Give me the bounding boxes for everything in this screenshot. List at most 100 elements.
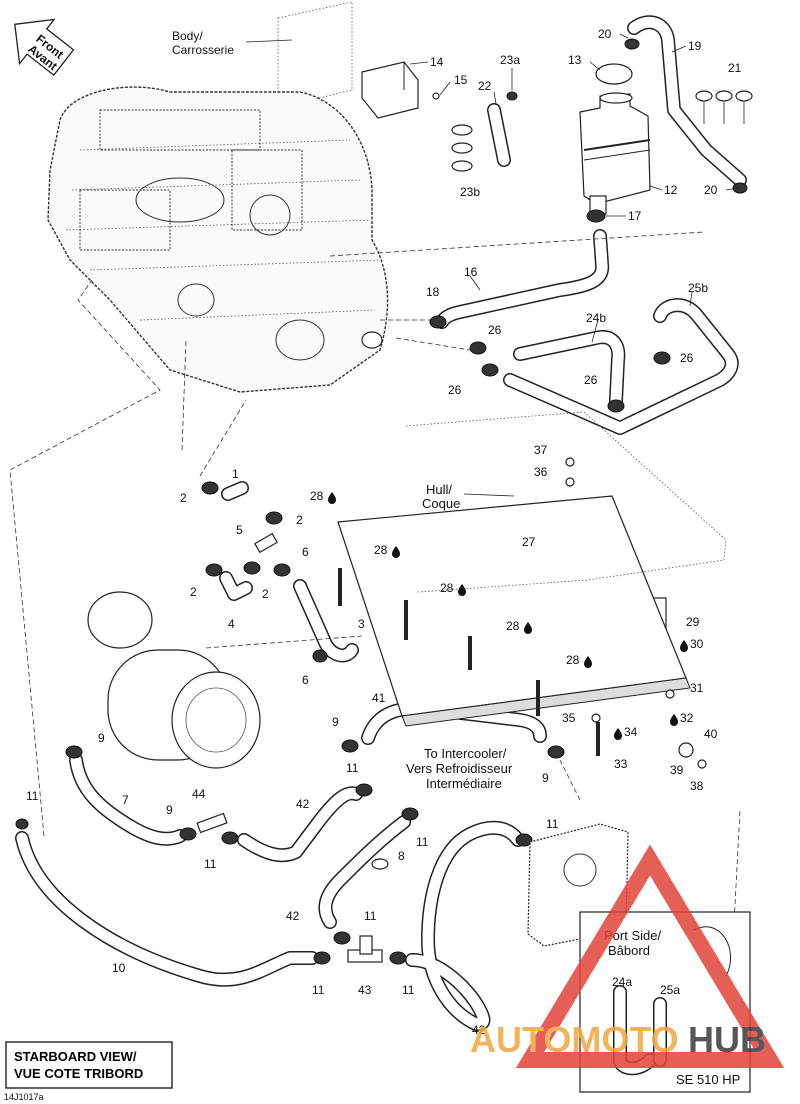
- label-leaders: [469, 33, 739, 343]
- label-3: 3: [358, 617, 365, 631]
- body-label: Body/: [172, 29, 203, 43]
- label-28: 28: [506, 619, 520, 633]
- bolts: [338, 457, 707, 769]
- label-7: 7: [122, 793, 129, 807]
- label-11: 11: [204, 857, 217, 871]
- label-2: 2: [190, 585, 197, 599]
- label-4: 4: [228, 617, 235, 631]
- label-23b: 23b: [460, 185, 480, 199]
- drop-icon: [670, 714, 678, 726]
- hull-label-fr: Coque: [422, 496, 460, 511]
- label-42: 42: [286, 909, 300, 923]
- label-16: 16: [464, 265, 478, 279]
- label-42: 42: [296, 797, 310, 811]
- label-11: 11: [346, 761, 359, 775]
- label-44: 44: [192, 787, 206, 801]
- label-26: 26: [488, 323, 502, 337]
- label-6: 6: [302, 545, 309, 559]
- label-11: 11: [416, 835, 429, 849]
- label-11: 11: [546, 817, 559, 831]
- caption-line-1: STARBOARD VIEW/: [14, 1049, 137, 1064]
- label-21: 21: [728, 61, 742, 75]
- part-labels: 1 2 2 2 2 3 4 5 6 6 7 8 9 9 9 9 10 11 11…: [26, 27, 742, 1037]
- coolant-reservoir: [579, 63, 651, 215]
- label-11: 11: [402, 983, 415, 997]
- label-14: 14: [430, 55, 444, 69]
- label-10: 10: [112, 961, 126, 975]
- label-19: 19: [688, 39, 702, 53]
- label-39: 39: [670, 763, 684, 777]
- label-42: 42: [472, 1023, 486, 1037]
- view-caption: STARBOARD VIEW/ VUE COTE TRIBORD: [5, 1041, 173, 1089]
- label-27: 27: [522, 535, 536, 549]
- label-33: 33: [614, 757, 628, 771]
- watermark: AUTOMOTO HUB: [470, 844, 785, 1068]
- drop-icon: [584, 656, 592, 668]
- engine-assembly: [47, 86, 389, 393]
- drop-icon: [458, 584, 466, 596]
- label-26: 26: [448, 383, 462, 397]
- label-2: 2: [180, 491, 187, 505]
- leader-lines: [9, 231, 741, 1001]
- label-9: 9: [98, 731, 105, 745]
- watermark-text-hub: HUB: [688, 1019, 766, 1060]
- label-34: 34: [624, 725, 638, 739]
- label-11: 11: [364, 909, 377, 923]
- label-40: 40: [704, 727, 718, 741]
- drop-icon: [328, 492, 336, 504]
- label-36: 36: [534, 465, 548, 479]
- watermark-triangle-icon: [515, 844, 785, 1068]
- label-38: 38: [690, 779, 704, 793]
- body-panel: Body/ Carrosserie: [172, 1, 353, 109]
- label-15: 15: [454, 73, 468, 87]
- label-9: 9: [332, 715, 339, 729]
- label-30: 30: [690, 637, 704, 651]
- label-12: 12: [664, 183, 678, 197]
- drop-icon: [392, 546, 400, 558]
- clamps: [15, 38, 748, 965]
- label-43: 43: [358, 983, 372, 997]
- label-8: 8: [398, 849, 405, 863]
- drop-icon: [524, 622, 532, 634]
- intercooler-label-2: Vers Refroidisseur: [406, 761, 513, 776]
- label-24a: 24a: [612, 975, 632, 989]
- se-model-label: SE 510 HP: [676, 1072, 740, 1087]
- front-arrow: Front Avant: [14, 18, 75, 76]
- label-20: 20: [704, 183, 718, 197]
- label-5: 5: [236, 523, 243, 537]
- label-22: 22: [478, 79, 492, 93]
- label-17: 17: [628, 209, 642, 223]
- clip-set: [451, 90, 753, 172]
- port-side-label: Port Side/: [604, 928, 661, 943]
- label-25b: 25b: [688, 281, 708, 295]
- label-9: 9: [542, 771, 549, 785]
- label-41: 41: [372, 691, 386, 705]
- label-24b: 24b: [586, 311, 606, 325]
- body-label-fr: Carrosserie: [172, 43, 234, 57]
- label-2: 2: [262, 587, 269, 601]
- side-components: [87, 591, 629, 947]
- label-28: 28: [374, 543, 388, 557]
- label-37: 37: [534, 443, 548, 457]
- label-31: 31: [690, 681, 704, 695]
- label-1: 1: [232, 467, 239, 481]
- label-6: 6: [302, 673, 309, 687]
- sealant-icons: [328, 492, 688, 740]
- hoses: [15, 15, 747, 1031]
- label-32: 32: [680, 711, 694, 725]
- label-28: 28: [440, 581, 454, 595]
- label-11: 11: [312, 983, 325, 997]
- bracket: [361, 61, 451, 119]
- label-29: 29: [686, 615, 700, 629]
- label-26: 26: [680, 351, 694, 365]
- watermark-text: AUTOMOTO: [470, 1019, 679, 1060]
- label-11: 11: [26, 789, 39, 803]
- port-side-label-fr: Bâbord: [608, 943, 650, 958]
- label-26: 26: [584, 373, 598, 387]
- label-35: 35: [562, 711, 576, 725]
- label-13: 13: [568, 53, 582, 67]
- drop-icon: [614, 728, 622, 740]
- drop-icon: [680, 640, 688, 652]
